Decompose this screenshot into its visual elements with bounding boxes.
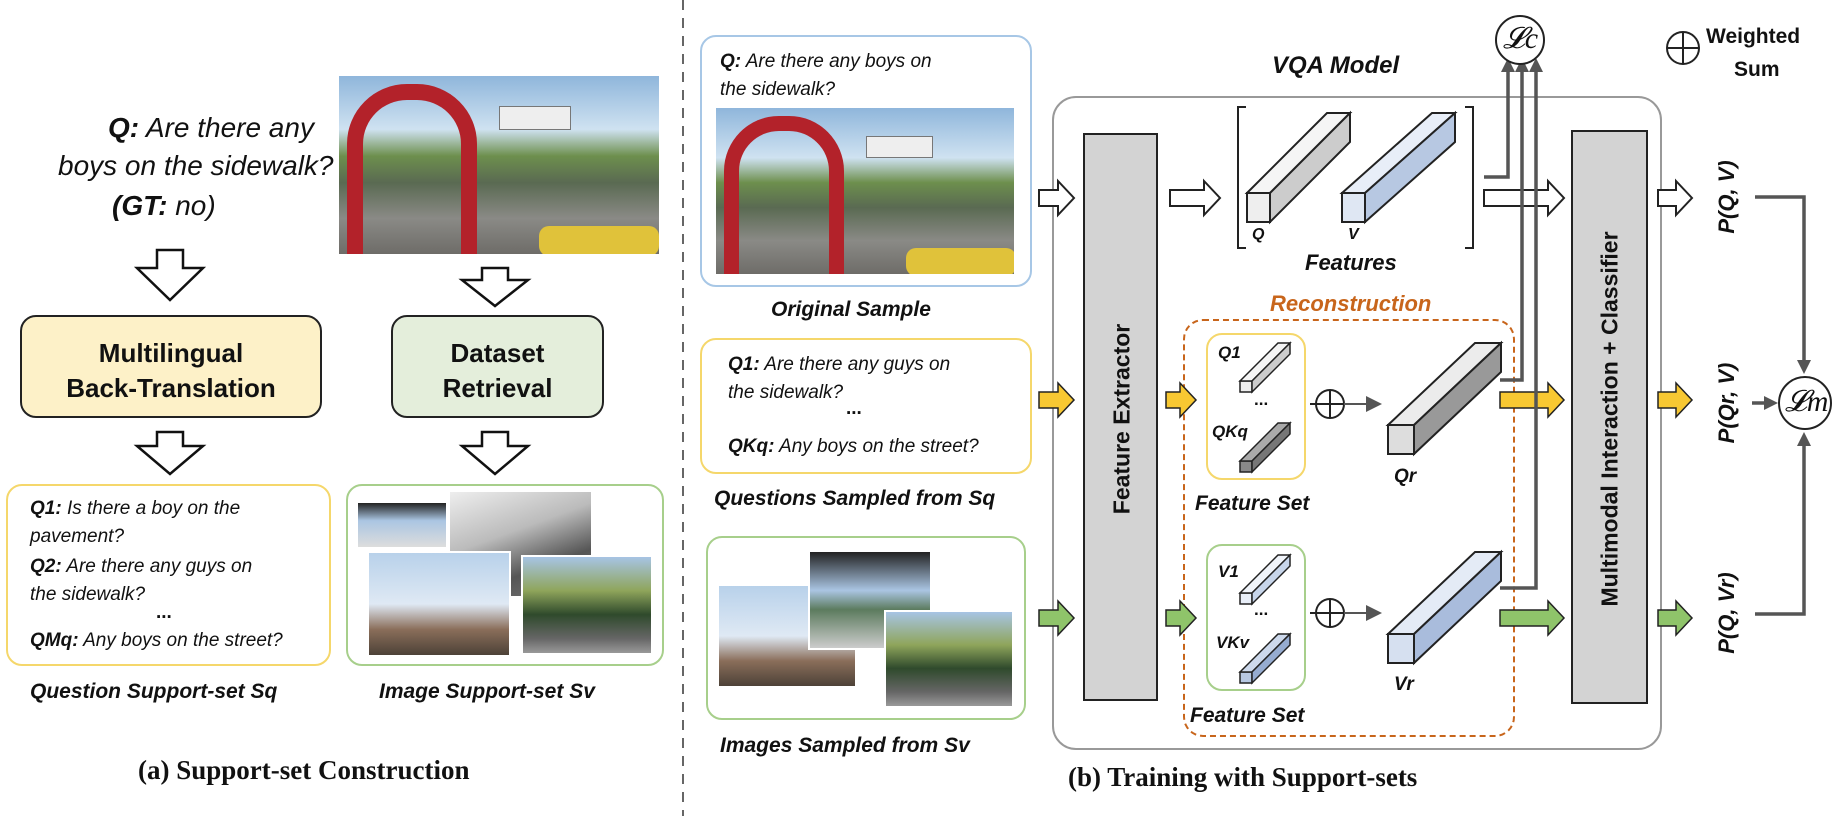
sampled-q-dots: ... [846,398,862,419]
retrieval-box: Dataset Retrieval [391,315,604,418]
question-support-set: Q1: Is there a boy on the pavement? Q2: … [6,484,331,666]
image-feature-set [1206,544,1306,691]
backtranslation-box: Multilingual Back-Translation [20,315,322,418]
q1-label: Q1 [1218,343,1241,362]
vkv-label: VKv [1216,633,1250,652]
feature-extractor-block: Feature Extractor [1083,133,1158,701]
sampled-q-line-1: Q1: Are there any guys on [728,354,951,375]
prob-qr-v: P(Qr, V) [1714,362,1739,444]
sampled-image-3 [884,610,1014,708]
retrieval-label-1: Dataset [450,338,545,368]
original-sample-image [714,106,1016,276]
image-support-set [346,484,664,666]
input-question-line2: boys on the sidewalk? [58,150,334,181]
panel-b-caption: (b) Training with Support-sets [1068,762,1418,792]
qset-line-3: Q2: Are there any guys on [30,556,253,577]
image-feature-set-label: Feature Set [1190,704,1305,727]
qset-line-4: the sidewalk? [30,584,146,605]
prob-q-vr: P(Q, Vr) [1714,572,1739,654]
support-image-1 [356,501,448,549]
qset-line-1: Q1: Is there a boy on the [30,498,241,519]
prob-q-v: P(Q, V) [1714,160,1739,234]
reconstruction-box [1183,319,1515,737]
qset-line-2: pavement? [30,526,125,547]
qset-line-6: QMq: Any boys on the street? [30,630,283,651]
backtranslation-label-2: Back-Translation [66,373,276,403]
iset-caption: Image Support-set Sv [379,680,595,703]
qkq-label: QKq [1212,422,1248,441]
support-image-4 [521,555,653,655]
vr-label: Vr [1394,674,1414,695]
v1-label: V1 [1218,562,1239,581]
orig-question-line-1: Q: Are there any boys on [720,51,932,72]
ground-truth: (GT: no) [112,190,216,221]
input-question: Q: Are there any [108,112,314,143]
loss-m: 𝓛m [1785,385,1829,418]
retrieval-label-2: Retrieval [442,373,553,403]
reconstruction-label: Reconstruction [1270,291,1432,316]
qset-caption: Question Support-set Sq [30,680,278,703]
sampled-questions-box: Q1: Are there any guys on the sidewalk? … [700,338,1032,474]
qr-label: Qr [1394,466,1417,487]
sampled-images-box [706,536,1026,720]
features-label: Features [1305,250,1397,275]
question-feature-set [1206,333,1306,480]
vqa-model-label: VQA Model [1272,52,1400,79]
original-sample-box: Q: Are there any boys on the sidewalk? [700,35,1032,287]
sampled-q-line-2: the sidewalk? [728,382,844,403]
sampled-images-caption: Images Sampled from Sv [720,734,970,757]
support-image-3 [367,551,511,657]
sampled-q-line-4: QKq: Any boys on the street? [728,436,979,457]
original-image [337,74,661,256]
weighted-sum-label-2: Sum [1734,58,1780,81]
panel-a-caption: (a) Support-set Construction [138,755,470,785]
sampled-questions-caption: Questions Sampled from Sq [714,487,996,510]
v-feature-label: V [1348,226,1359,243]
loss-consistency: 𝓛c [1503,22,1539,55]
q-dots: ... [1254,390,1269,409]
orig-question-line-2: the sidewalk? [720,79,836,100]
backtranslation-label-1: Multilingual [98,338,244,368]
vqa-model-box [1052,96,1662,750]
q-feature-label: Q [1252,226,1265,243]
original-sample-caption: Original Sample [771,298,931,321]
v-dots: ... [1254,600,1269,619]
question-feature-set-label: Feature Set [1195,492,1310,515]
weighted-sum-label-1: Weighted [1706,25,1801,48]
classifier-block: Multimodal Interaction + Classifier [1571,130,1648,704]
qset-dots: ... [156,602,172,623]
